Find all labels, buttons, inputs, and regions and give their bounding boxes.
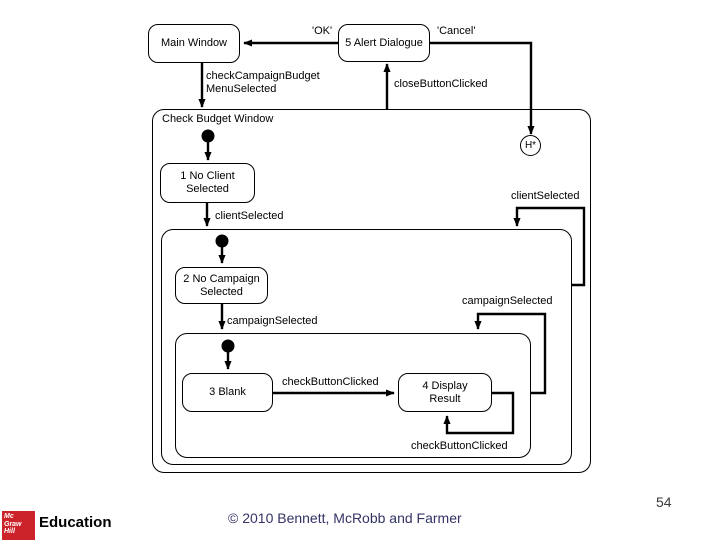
label-client-selected: clientSelected — [215, 210, 284, 222]
state-main-window: Main Window — [148, 24, 240, 63]
region-campaign-selected-composite — [175, 333, 531, 458]
label-menu-selected: checkCampaignBudget MenuSelected — [206, 70, 320, 95]
mcgraw-hill-logo-icon: Mc Graw Hill — [2, 511, 35, 540]
initial-state-icon — [201, 129, 215, 143]
transition-check-button-loop-arrow — [443, 391, 515, 435]
label-cancel: 'Cancel' — [437, 25, 476, 37]
logo-line-mc: Mc — [4, 513, 14, 520]
region-check-budget-window — [152, 109, 591, 473]
transition-client-selected-loop-arrow — [513, 206, 586, 287]
state-alert-dialogue: 5 Alert Dialogue — [338, 24, 430, 62]
region-title-check-budget-window: Check Budget Window — [162, 113, 274, 125]
label-check-button-clicked-loop: checkButtonClicked — [411, 440, 508, 452]
state-no-client-selected: 1 No Client Selected — [160, 163, 255, 203]
logo-line-hill: Hill — [4, 528, 15, 535]
label-campaign-selected-loop: campaignSelected — [462, 295, 553, 307]
state-display-result: 4 Display Result — [398, 373, 492, 412]
label-client-selected-loop: clientSelected — [511, 190, 580, 202]
logo-line-graw: Graw — [4, 520, 22, 528]
state-blank: 3 Blank — [182, 373, 273, 412]
initial-state-icon — [215, 234, 229, 248]
label-ok: 'OK' — [312, 25, 333, 37]
label-check-button-clicked: checkButtonClicked — [282, 376, 379, 388]
logo-brand-text: Education — [39, 514, 112, 531]
transition-campaign-selected-loop-arrow — [474, 312, 547, 395]
page-number: 54 — [656, 494, 672, 510]
history-pseudostate-icon: H* — [520, 135, 541, 156]
transition-cancel-arrow — [430, 41, 535, 135]
initial-state-icon — [221, 339, 235, 353]
copyright-text: © 2010 Bennett, McRobb and Farmer — [228, 510, 462, 526]
label-campaign-selected: campaignSelected — [227, 315, 318, 327]
state-no-campaign-selected: 2 No Campaign Selected — [175, 267, 268, 304]
label-close-button-clicked: closeButtonClicked — [394, 78, 488, 90]
region-client-selected-composite — [161, 229, 572, 465]
